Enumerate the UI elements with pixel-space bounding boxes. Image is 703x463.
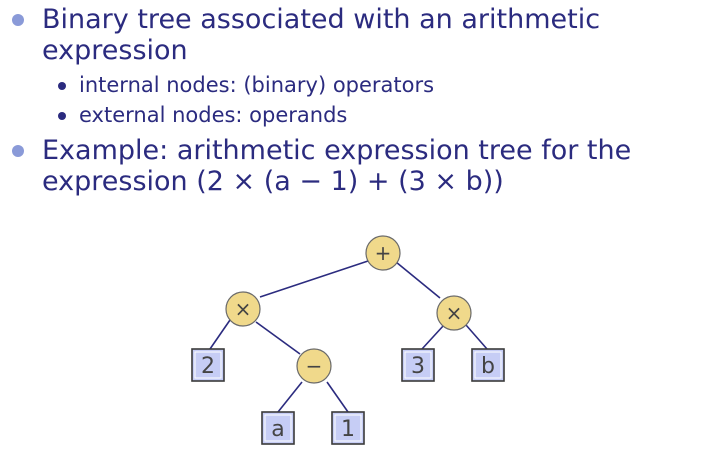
- operator-label-times-left: ×: [235, 297, 252, 321]
- operand-node-one: 1: [331, 411, 365, 445]
- operator-node-times-right: ×: [436, 295, 472, 331]
- bullet-1-line-1: Binary tree associated with an arithmeti…: [42, 4, 601, 35]
- sub-bullet-1: internal nodes: (binary) operators: [79, 73, 435, 97]
- operator-label-root: +: [375, 241, 392, 265]
- sub-bullet-dot-2: [58, 112, 66, 120]
- bullet-dot-1: [12, 14, 24, 26]
- bullet-2-line-2: expression (2 × (a − 1) + (3 × b)): [42, 166, 504, 197]
- edge-root-times-right: [395, 261, 441, 299]
- edge-times-left-two: [209, 319, 231, 350]
- bullet-1-line-2: expression: [42, 35, 188, 66]
- operand-node-three: 3: [401, 348, 435, 382]
- bullet-dot-2: [12, 145, 24, 157]
- bullet-2-line-1: Example: arithmetic expression tree for …: [42, 135, 632, 166]
- operand-node-a: a: [261, 411, 295, 445]
- edge-root-times-left: [259, 260, 369, 298]
- edge-times-right-b: [465, 324, 488, 350]
- operator-label-times-right: ×: [446, 301, 463, 325]
- operand-label-three: 3: [411, 354, 425, 379]
- operator-node-root: +: [365, 235, 401, 271]
- operand-label-two: 2: [201, 354, 215, 379]
- operator-label-minus: −: [306, 354, 323, 378]
- edge-times-right-three: [421, 324, 445, 350]
- operand-node-b: b: [471, 348, 505, 382]
- edge-times-left-minus: [255, 321, 301, 355]
- operand-label-a: a: [271, 417, 284, 442]
- sub-bullet-dot-1: [58, 82, 66, 90]
- operand-node-two: 2: [191, 348, 225, 382]
- operator-node-minus: −: [296, 348, 332, 384]
- sub-bullet-2: external nodes: operands: [79, 103, 348, 127]
- edge-minus-a: [277, 381, 303, 413]
- operator-node-times-left: ×: [225, 291, 261, 327]
- operand-label-b: b: [481, 354, 495, 379]
- operand-label-one: 1: [341, 417, 355, 442]
- tree-edges: [209, 260, 488, 413]
- edge-minus-one: [326, 381, 349, 413]
